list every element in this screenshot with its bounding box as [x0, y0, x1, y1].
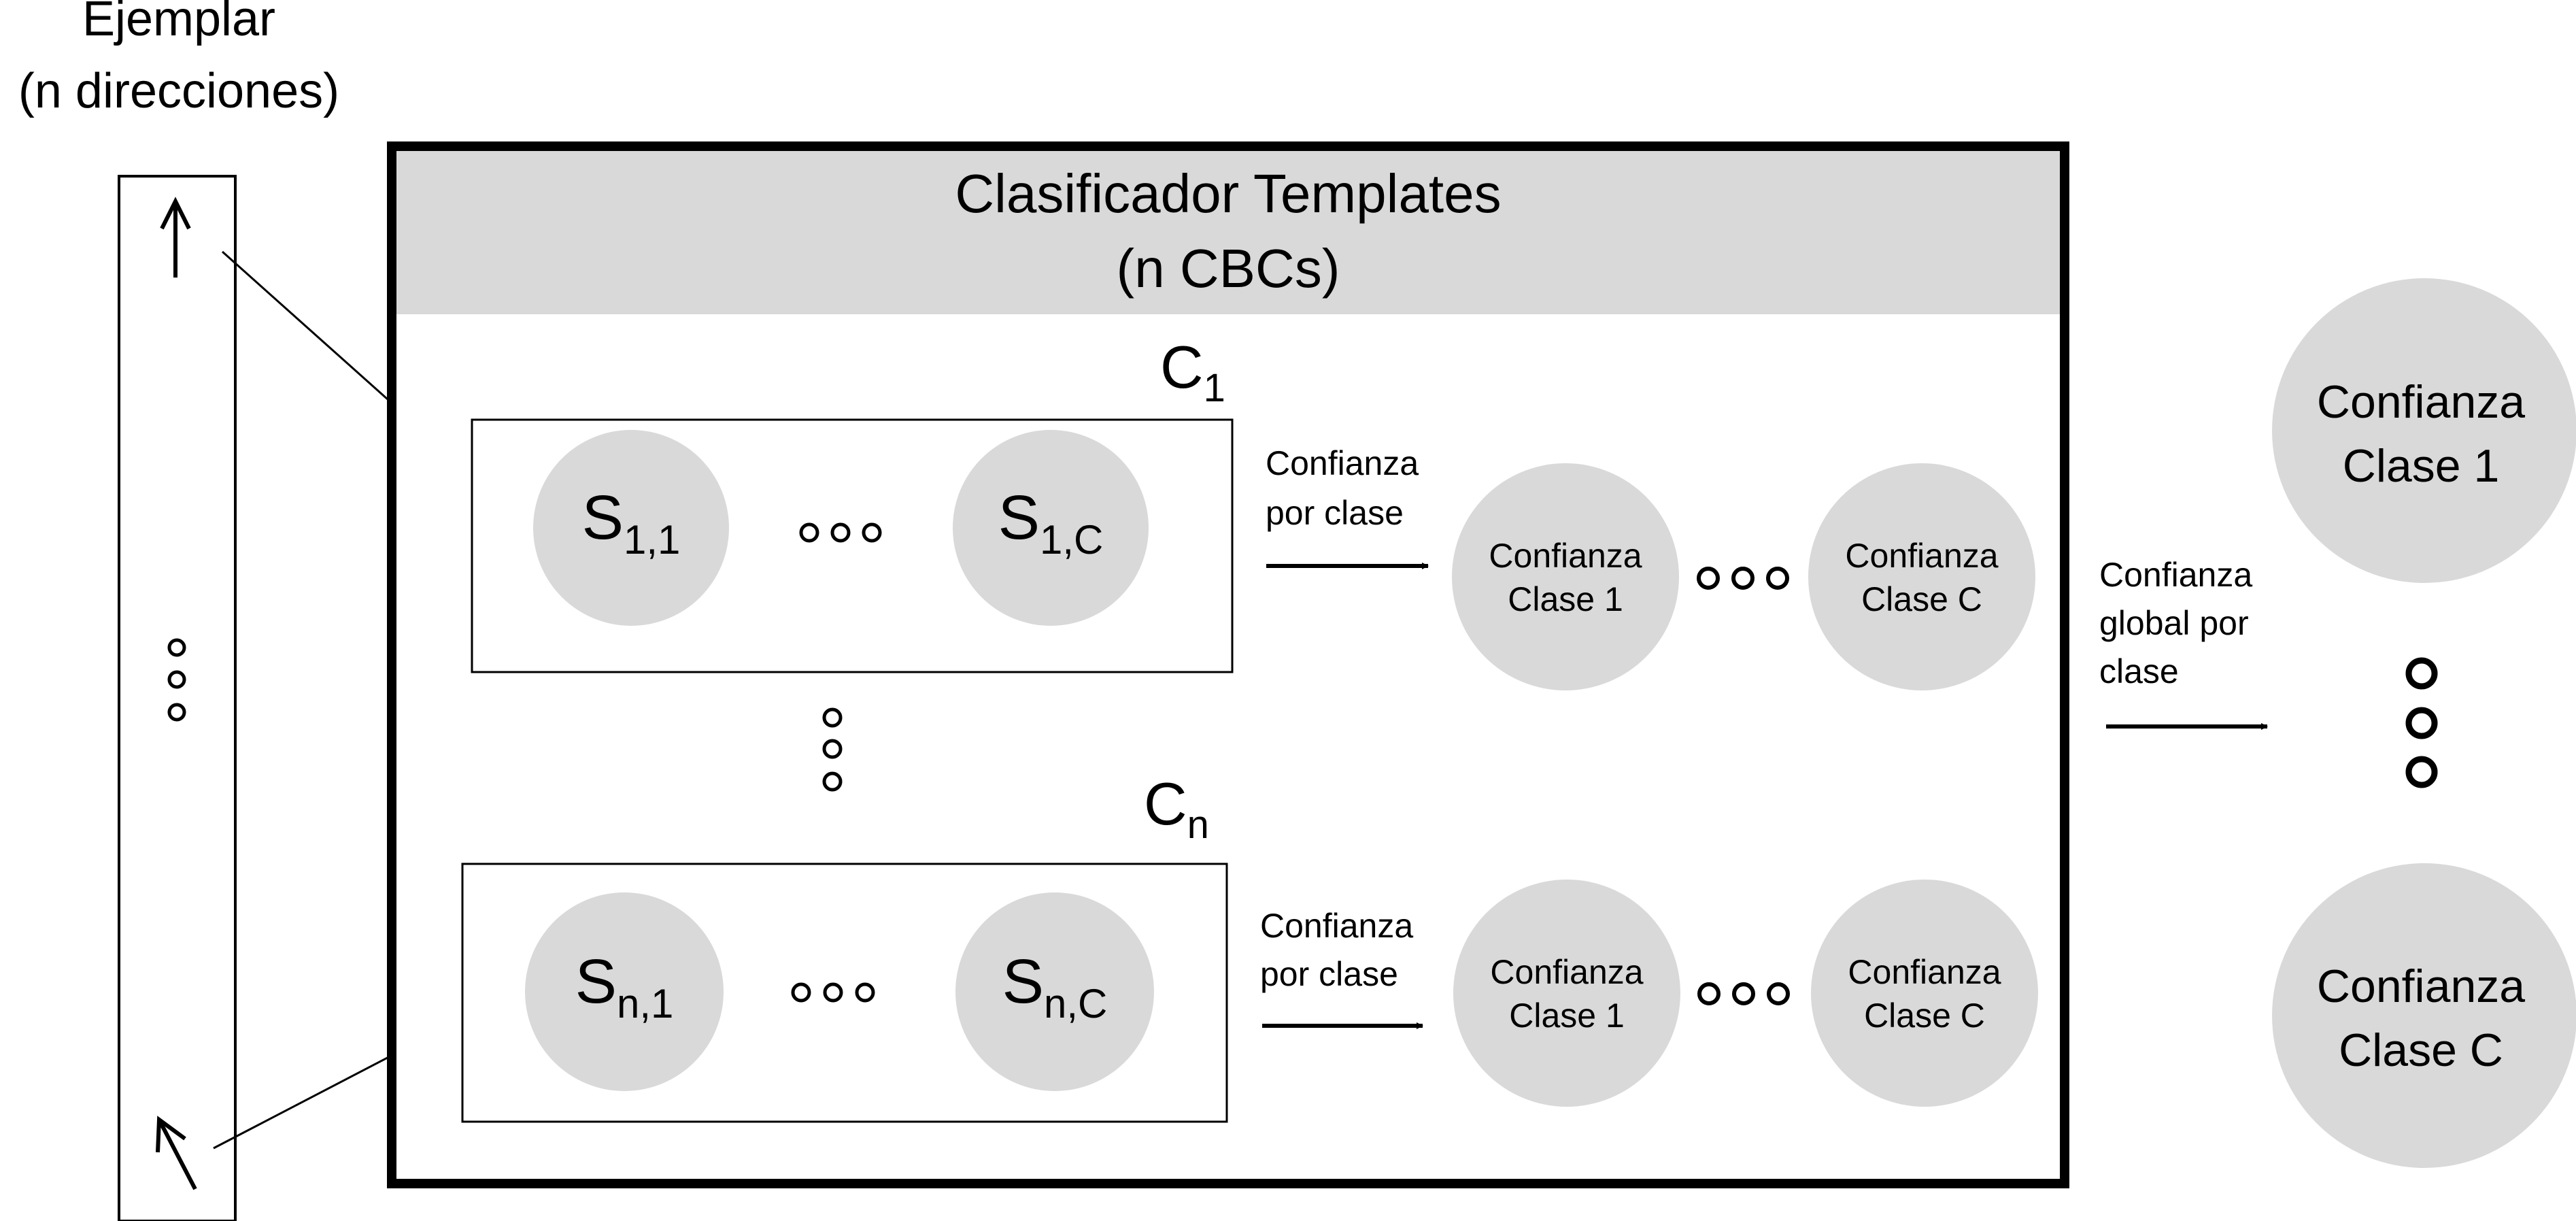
input-sample-bar — [118, 175, 237, 1221]
row-1-conf-first — [1452, 463, 1679, 690]
global-out-first-line1: Confianza — [2317, 376, 2525, 428]
global-out-first-line2: Clase 1 — [2343, 440, 2500, 492]
row-1-conf-last — [1808, 463, 2035, 690]
row-1-conf-last-line2: Clase C — [1861, 580, 1982, 618]
direction-arrow-diagonal-icon — [156, 1116, 197, 1190]
cbc-1-label: C1 — [1160, 333, 1225, 410]
cbc-n-dots — [791, 982, 875, 1003]
row-n-conf-first-line2: Clase 1 — [1509, 997, 1625, 1035]
direction-dots-vertical — [167, 638, 186, 722]
row-1-arrow-label-line2: por clase — [1266, 494, 1404, 532]
global-out-dots — [2405, 657, 2438, 788]
row-1-conf-dots — [1697, 567, 1789, 590]
cbc-1-node-first-label: S1,1 — [582, 483, 681, 563]
cbc-n-node-first — [525, 892, 724, 1091]
cbc-n-label: Cn — [1144, 770, 1209, 847]
cbc-n-node-first-label: Sn,1 — [575, 947, 674, 1026]
row-n-conf-last-line2: Clase C — [1864, 997, 1985, 1035]
row-1-conf-first-line1: Confianza — [1489, 537, 1642, 575]
row-1-arrow-label-line1: Confianza — [1266, 444, 1419, 482]
direction-arrow-up-icon — [160, 197, 191, 278]
cbc-stack-dots — [822, 707, 843, 792]
row-n-conf-last-line1: Confianza — [1848, 953, 2001, 991]
cbc-1-dots — [799, 522, 882, 543]
row-n-conf-last — [1811, 880, 2038, 1107]
row-1-conf-first-line2: Clase 1 — [1508, 580, 1623, 618]
row-1-conf-last-line1: Confianza — [1845, 537, 1998, 575]
input-title-line2: (n direcciones) — [18, 64, 339, 118]
cbc-1-node-last — [953, 430, 1149, 626]
global-out-last-line2: Clase C — [2339, 1024, 2503, 1076]
row-n-conf-first-line1: Confianza — [1490, 953, 1643, 991]
global-out-first — [2272, 278, 2576, 583]
classifier-title-line1: Clasificador Templates — [955, 163, 1501, 224]
cbc-n-node-last-label: Sn,C — [1002, 947, 1108, 1026]
cbc-1-node-last-label: S1,C — [998, 483, 1104, 563]
global-out-last-line1: Confianza — [2317, 960, 2525, 1012]
cbc-n-node-last — [955, 892, 1154, 1091]
classifier-title-line2: (n CBCs) — [1117, 238, 1340, 299]
global-arrow-label-line3: clase — [2099, 652, 2179, 690]
row-n-conf-first — [1453, 880, 1680, 1107]
input-title-line1: Ejemplar — [82, 0, 275, 46]
row-n-arrow-label-line2: por clase — [1260, 955, 1398, 993]
row-n-arrow-label-line1: Confianza — [1260, 907, 1413, 945]
cbc-1-node-first — [533, 430, 729, 626]
classifier-header — [396, 151, 2060, 314]
row-n-conf-dots — [1697, 982, 1790, 1005]
global-out-last — [2272, 863, 2576, 1168]
global-arrow-label-line2: global por — [2099, 604, 2249, 642]
global-arrow-label-line1: Confianza — [2099, 556, 2252, 594]
